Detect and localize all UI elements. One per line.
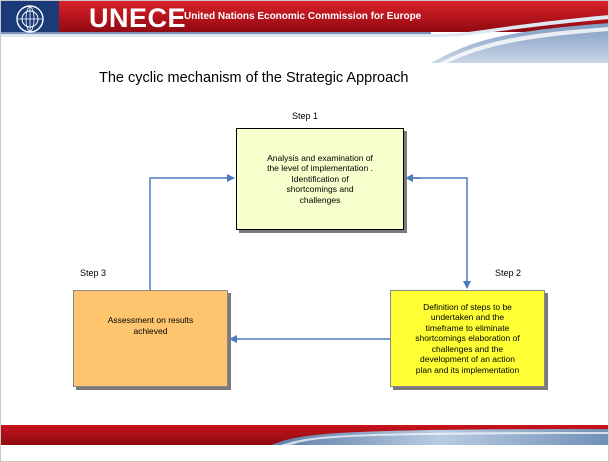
arrow-step3-to-step1 xyxy=(149,174,235,290)
footer-band xyxy=(1,425,608,461)
step-1-text: Analysis and examination of the level of… xyxy=(267,152,373,205)
step-3-label: Step 3 xyxy=(80,268,107,278)
footer-graphic xyxy=(1,425,608,461)
step-3-box: Assessment on results achieved xyxy=(73,290,228,387)
arrow-step1-to-step2 xyxy=(404,177,471,289)
step-2-text: Definition of steps to be undertaken and… xyxy=(415,301,520,375)
brand-name: UNECE xyxy=(89,3,187,33)
step-2-box: Definition of steps to be undertaken and… xyxy=(390,290,545,387)
brand-subtitle: United Nations Economic Commission for E… xyxy=(184,11,422,22)
un-emblem-icon xyxy=(15,4,45,34)
step-2-label: Step 2 xyxy=(495,268,522,278)
header-band: UNECE United Nations Economic Commission… xyxy=(1,1,608,63)
header-graphic xyxy=(1,1,608,63)
page-title: The cyclic mechanism of the Strategic Ap… xyxy=(99,70,409,86)
step-1-box: Analysis and examination of the level of… xyxy=(236,128,404,230)
step-3-text: Assessment on results achieved xyxy=(107,315,194,336)
step-1-label: Step 1 xyxy=(292,111,319,121)
